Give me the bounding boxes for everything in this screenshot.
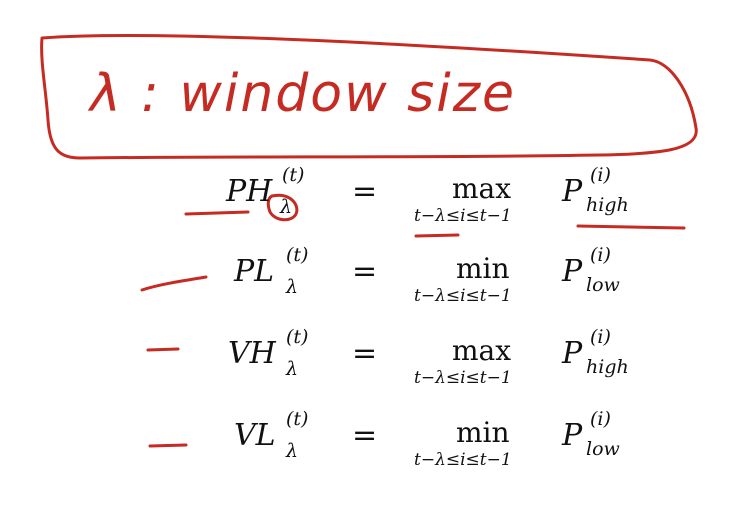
eq3-operator: max [452,334,512,367]
eq1-range: t−λ≤i≤t−1 [414,206,512,226]
eq1-equals: = [352,174,378,209]
eq3-range: t−λ≤i≤t−1 [414,368,512,388]
eq2-lhs: PL [234,254,275,289]
eq4-lhs: VL [234,418,276,453]
underline-high-eq1 [576,224,686,230]
eq4-lhs-sub: λ [286,440,299,462]
eq4-rhs-sub: low [586,438,620,460]
eq2-equals: = [352,254,378,289]
eq2-range: t−λ≤i≤t−1 [414,286,512,306]
eq4-range: t−λ≤i≤t−1 [414,450,512,470]
eq1-lhs: PH [226,174,273,209]
eq3-rhs-sub: high [586,356,629,378]
eq1-operator: max [452,172,512,205]
mark-eq3 [146,347,180,352]
eq1-lhs-sup: (t) [282,164,305,186]
eq2-rhs-sup: (i) [590,244,611,266]
eq3-lhs-sub: λ [286,358,299,380]
eq4-equals: = [352,418,378,453]
eq4-lhs-sup: (t) [286,408,309,430]
eq1-rhs-sub: high [586,194,629,216]
eq1-rhs: P [562,174,583,209]
underline-range-eq1 [414,233,460,238]
eq3-rhs-sup: (i) [590,326,611,348]
circle-lambda [266,193,299,222]
mark-eq4 [148,443,188,448]
eq3-lhs-sup: (t) [286,326,309,348]
eq2-rhs-sub: low [586,274,620,296]
eq2-lhs-sub: λ [286,276,299,298]
title-box [40,34,698,160]
eq4-rhs-sup: (i) [590,408,611,430]
eq1-rhs-sup: (i) [590,164,611,186]
eq2-operator: min [456,252,510,285]
mark-eq1 [184,210,250,216]
eq3-equals: = [352,336,378,371]
eq3-rhs: P [562,336,583,371]
window-size-note: λ : window size [90,64,516,124]
eq3-lhs: VH [228,336,276,371]
eq4-operator: min [456,416,510,449]
eq1-lhs-sub: λ [280,196,293,218]
mark-eq2 [140,275,208,292]
eq2-rhs: P [562,254,583,289]
eq2-lhs-sup: (t) [286,244,309,266]
eq4-rhs: P [562,418,583,453]
